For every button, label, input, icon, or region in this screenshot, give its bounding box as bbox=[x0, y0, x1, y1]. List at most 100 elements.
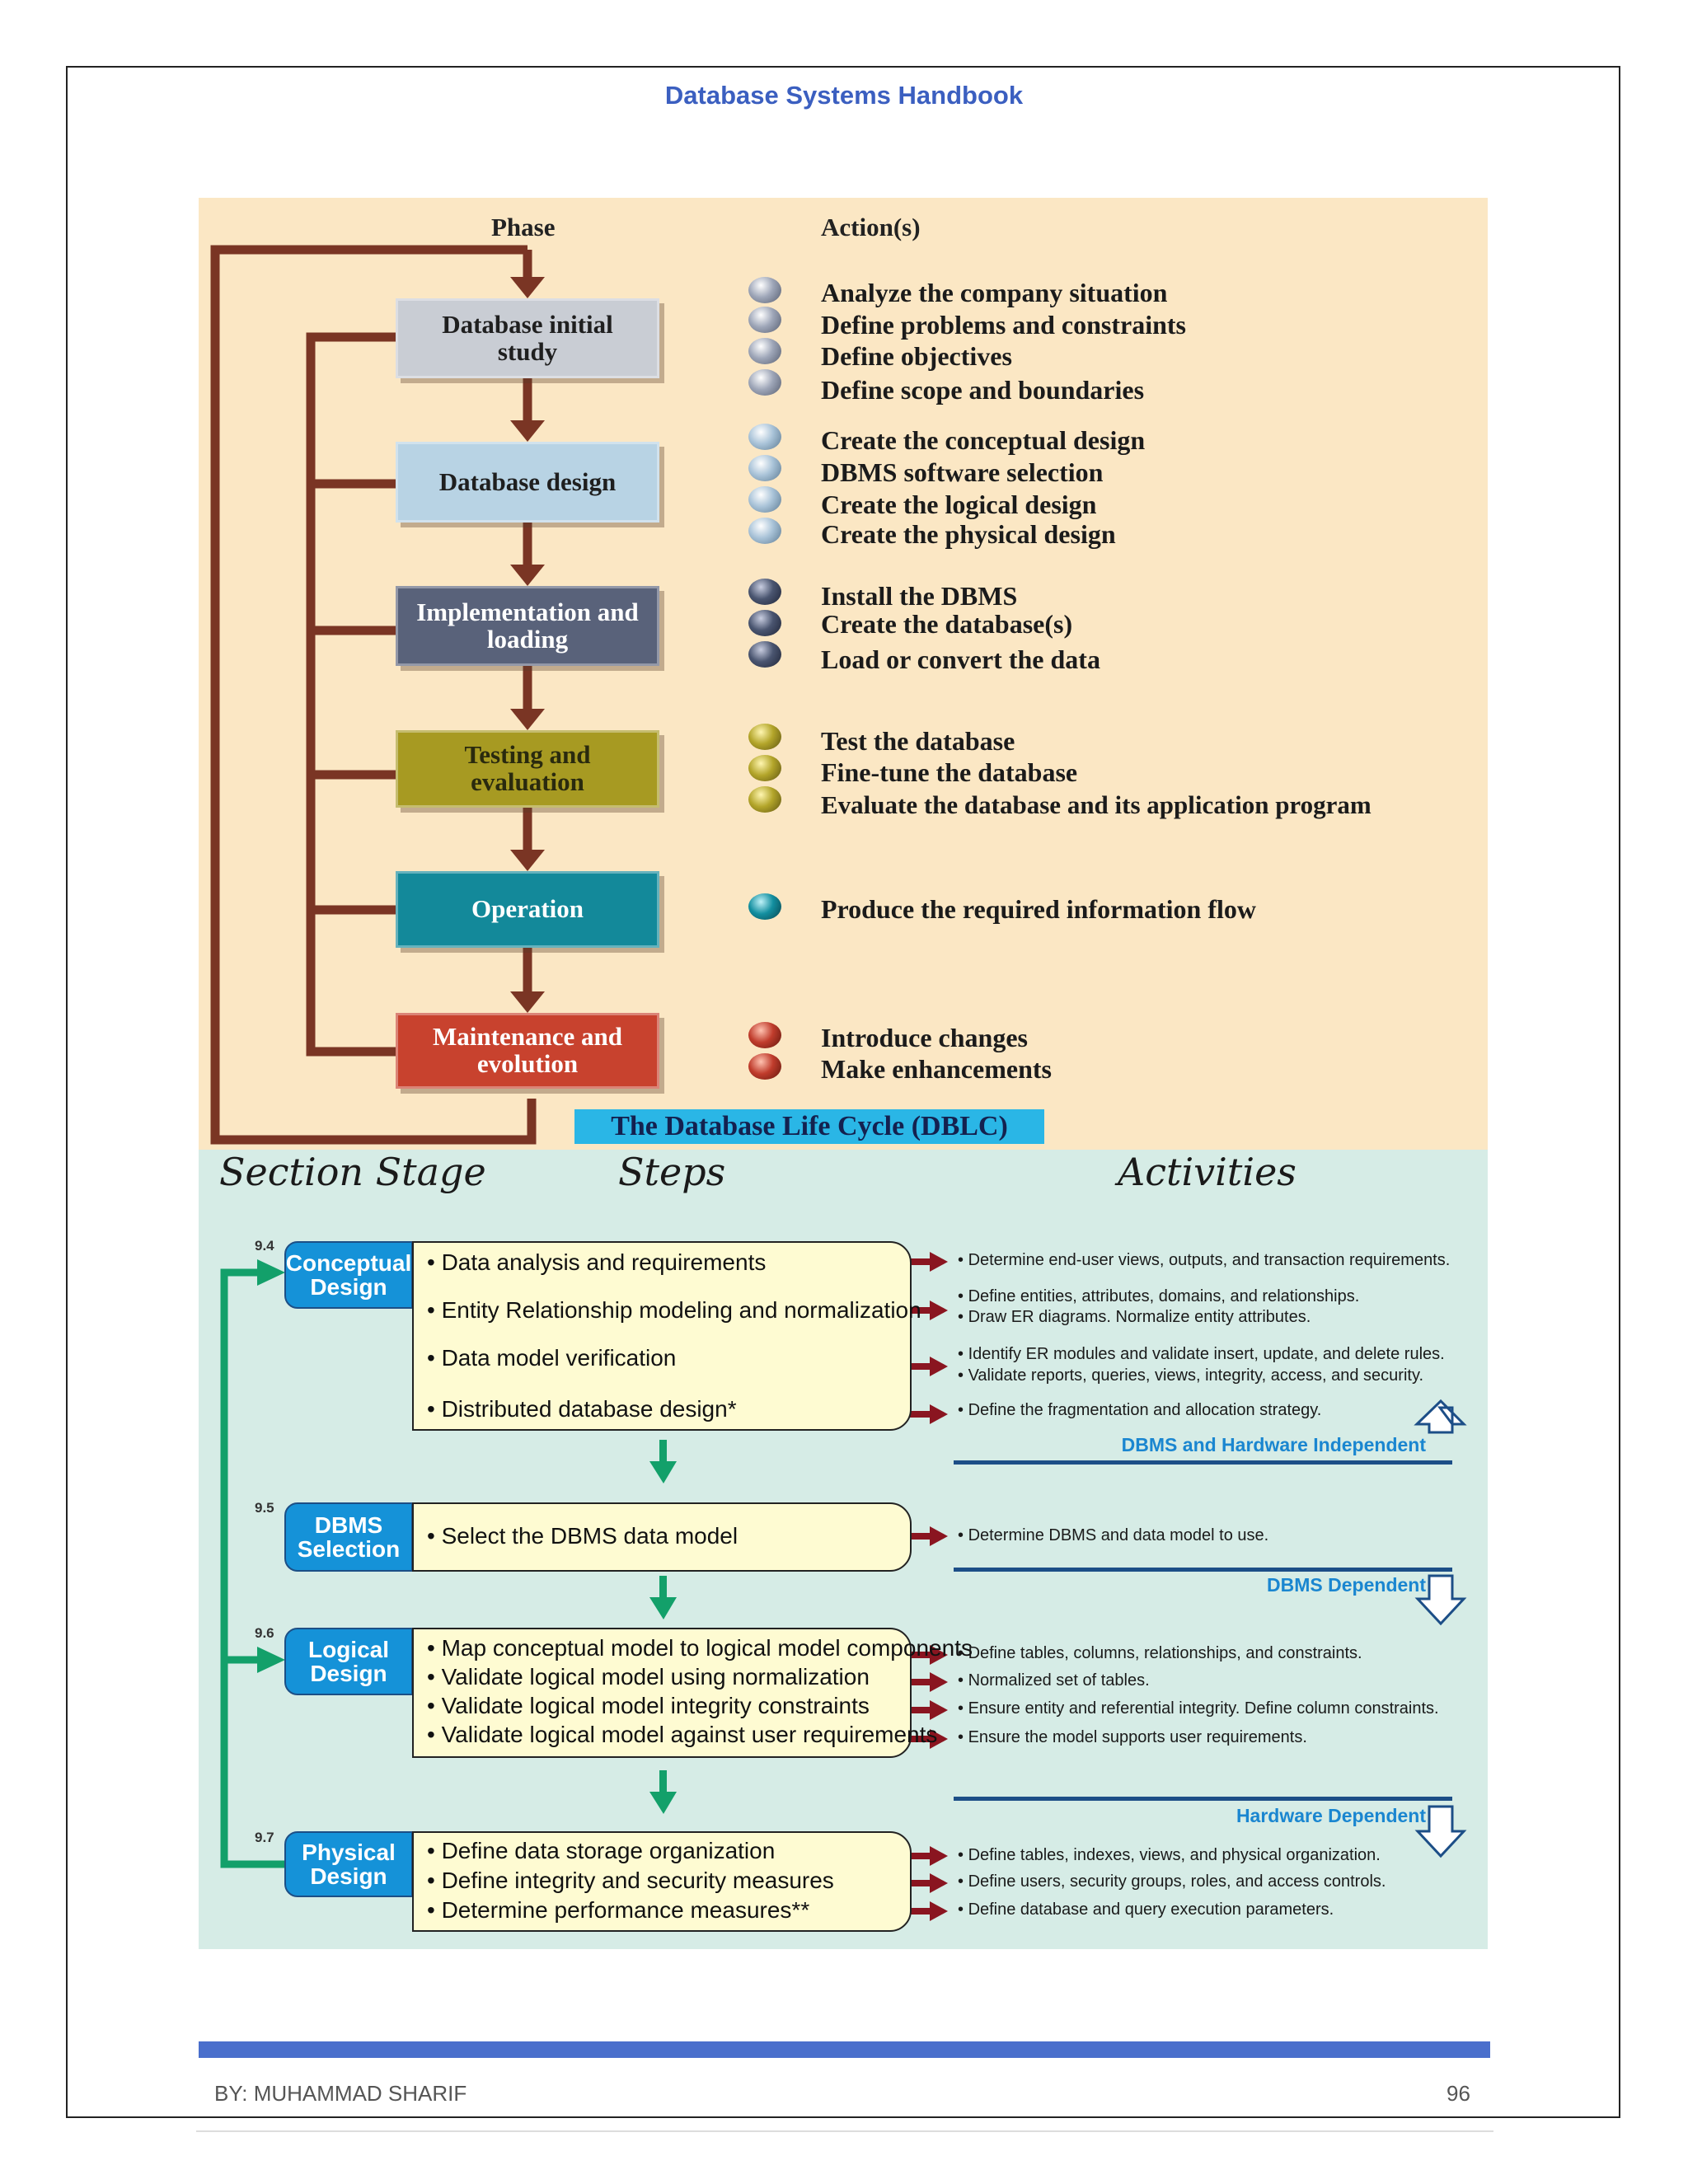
activity-item: • Normalized set of tables. bbox=[958, 1671, 1150, 1690]
step-item: • Map conceptual model to logical model … bbox=[427, 1635, 973, 1661]
section-number: 9.6 bbox=[255, 1625, 274, 1641]
activity-item: • Define the fragmentation and allocatio… bbox=[958, 1401, 1322, 1419]
action-item: Produce the required information flow bbox=[821, 894, 1256, 924]
arrow-down-outline-icon bbox=[1414, 1574, 1467, 1626]
bullet-dot-icon bbox=[748, 610, 781, 636]
step-item: • Validate logical model integrity const… bbox=[427, 1693, 870, 1718]
green-feedback-line bbox=[220, 1268, 287, 1868]
bottom-divider bbox=[196, 2130, 1493, 2132]
action-item: Define problems and constraints bbox=[821, 310, 1186, 340]
arrow-up-icon bbox=[1414, 1399, 1467, 1434]
arrow-right-icon bbox=[257, 1259, 285, 1286]
bullet-dot-icon bbox=[748, 369, 781, 396]
footer-bar bbox=[199, 2041, 1490, 2058]
arrow-right-icon bbox=[930, 1645, 948, 1665]
arrow-right-icon bbox=[930, 1846, 948, 1866]
arrow-right-icon bbox=[930, 1252, 948, 1272]
step-item: • Determine performance measures** bbox=[427, 1897, 810, 1923]
stage-dbms-selection: DBMS Selection bbox=[284, 1502, 413, 1572]
section-number: 9.5 bbox=[255, 1500, 274, 1516]
action-item: Fine-tune the database bbox=[821, 757, 1078, 787]
steps-box-dbms-selection: • Select the DBMS data model bbox=[412, 1502, 912, 1572]
step-item: • Validate logical model using normaliza… bbox=[427, 1664, 870, 1690]
arrow-down-icon bbox=[510, 277, 545, 298]
arrow-right-icon bbox=[930, 1672, 948, 1692]
arrow-right-icon bbox=[930, 1357, 948, 1376]
bullet-dot-icon bbox=[748, 579, 781, 605]
step-item: • Distributed database design* bbox=[427, 1396, 737, 1422]
action-item: Evaluate the database and its applicatio… bbox=[821, 790, 1372, 819]
action-item: Make enhancements bbox=[821, 1054, 1052, 1084]
arrow-right-icon bbox=[930, 1729, 948, 1749]
stage-logical-design: Logical Design bbox=[284, 1628, 413, 1695]
activity-item: • Validate reports, queries, views, inte… bbox=[958, 1366, 1424, 1385]
step-item: • Entity Relationship modeling and norma… bbox=[427, 1297, 921, 1323]
arrow-down-icon bbox=[649, 1597, 677, 1619]
action-item: DBMS software selection bbox=[821, 457, 1104, 487]
dependency-divider bbox=[954, 1568, 1452, 1572]
stage-conceptual-design: Conceptual Design bbox=[284, 1241, 413, 1309]
action-item: Test the database bbox=[821, 726, 1015, 756]
phase-operation: Operation bbox=[396, 871, 659, 948]
bullet-dot-icon bbox=[748, 338, 781, 364]
arrow-down-icon bbox=[510, 991, 545, 1013]
bullet-dot-icon bbox=[748, 1053, 781, 1080]
dependency-divider bbox=[954, 1460, 1452, 1465]
outer-feedback-line bbox=[210, 245, 537, 1145]
activity-item: • Determine end-user views, outputs, and… bbox=[958, 1251, 1451, 1269]
step-item: • Data analysis and requirements bbox=[427, 1249, 767, 1275]
step-item: • Define integrity and security measures bbox=[427, 1868, 834, 1893]
arrow-right-icon bbox=[257, 1647, 285, 1673]
bullet-dot-icon bbox=[748, 786, 781, 813]
activity-item: • Define entities, attributes, domains, … bbox=[958, 1287, 1360, 1305]
col-header-steps: Steps bbox=[618, 1150, 726, 1194]
activity-item: • Identify ER modules and validate inser… bbox=[958, 1345, 1445, 1363]
page-number: 96 bbox=[1447, 2081, 1470, 2106]
arrow-right-icon bbox=[930, 1901, 948, 1921]
bullet-dot-icon bbox=[748, 724, 781, 750]
activity-item: • Define tables, columns, relationships,… bbox=[958, 1644, 1362, 1662]
arrow-down-icon bbox=[510, 850, 545, 871]
activity-item: • Define tables, indexes, views, and phy… bbox=[958, 1846, 1381, 1864]
arrow-down-icon bbox=[649, 1792, 677, 1814]
step-item: • Select the DBMS data model bbox=[427, 1523, 738, 1549]
dependency-label-dbms: DBMS Dependent bbox=[1267, 1574, 1426, 1596]
action-item: Introduce changes bbox=[821, 1023, 1028, 1052]
activity-item: • Ensure the model supports user require… bbox=[958, 1728, 1307, 1746]
bullet-dot-icon bbox=[748, 424, 781, 450]
bullet-dot-icon bbox=[748, 277, 781, 303]
bullet-dot-icon bbox=[748, 307, 781, 333]
action-item: Create the conceptual design bbox=[821, 425, 1146, 455]
page-header-title: Database Systems Handbook bbox=[664, 81, 1024, 110]
dependency-label-hardware: Hardware Dependent bbox=[1236, 1805, 1426, 1826]
bullet-dot-icon bbox=[748, 486, 781, 513]
arrow-down-icon bbox=[649, 1461, 677, 1483]
arrow-right-icon bbox=[930, 1404, 948, 1424]
phase-database-design: Database design bbox=[396, 442, 659, 523]
arrow-right-icon bbox=[930, 1526, 948, 1546]
col-header-activities: Activities bbox=[1118, 1150, 1296, 1194]
bullet-dot-icon bbox=[748, 755, 781, 781]
arrow-down-icon bbox=[510, 565, 545, 586]
arrow-down-outline-icon bbox=[1414, 1805, 1467, 1858]
action-item: Create the physical design bbox=[821, 519, 1116, 549]
phase-maintenance-evolution: Maintenance and evolution bbox=[396, 1013, 659, 1089]
steps-box-conceptual: • Data analysis and requirements • Entit… bbox=[412, 1241, 921, 1431]
page-border bbox=[66, 66, 1620, 2118]
bullet-dot-icon bbox=[748, 518, 781, 544]
phase-header: Phase bbox=[491, 213, 556, 241]
step-item: • Data model verification bbox=[427, 1345, 677, 1371]
activity-item: • Define users, security groups, roles, … bbox=[958, 1872, 1386, 1891]
section-number: 9.7 bbox=[255, 1830, 274, 1845]
action-item: Define objectives bbox=[821, 341, 1012, 371]
arrow-down-icon bbox=[510, 709, 545, 730]
phase-initial-study: Database initial study bbox=[396, 298, 659, 378]
arrow-right-icon bbox=[930, 1873, 948, 1893]
bullet-dot-icon bbox=[748, 1022, 781, 1048]
actions-header: Action(s) bbox=[821, 213, 921, 241]
activity-item: • Define database and query execution pa… bbox=[958, 1900, 1334, 1919]
stage-physical-design: Physical Design bbox=[284, 1831, 413, 1897]
arrow-down-icon bbox=[510, 420, 545, 442]
